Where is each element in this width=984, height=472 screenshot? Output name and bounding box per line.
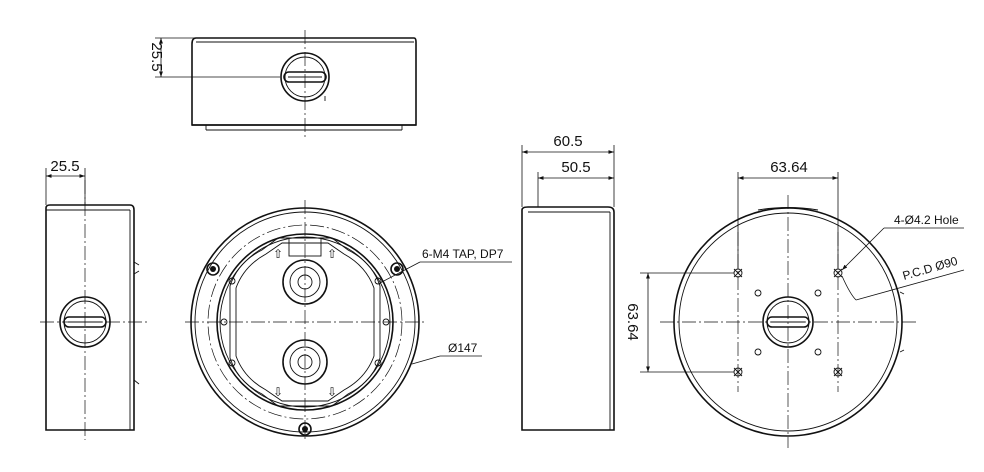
bolt-spacing-horizontal-label: 63.64 [770,159,808,176]
inner-width-label: 50.5 [561,159,590,176]
tap-callout: 6-M4 TAP, DP7 [379,247,512,284]
hole-callout: 4-Ø4.2 Hole [841,213,964,271]
top-view-height-label: 25.5 [148,42,165,71]
small-holes [754,289,822,356]
pcd-callout-label: P.C.D Ø90 [901,254,959,283]
top-view-height-dimension: 25.5 [148,37,280,78]
inner-cutout-outline [229,237,381,407]
outer-width-dimension: 60.5 [521,133,615,207]
front-plan-view: ⇧ ⇧ ⇩ ⇩ 6-M4 TAP, DP7 Ø14 [185,200,512,442]
bolt-spacing-horizontal-dimension: 63.64 [737,159,839,269]
left-side-view: 25.5 [40,158,148,440]
outer-width-label: 60.5 [553,133,582,150]
arrow-down-icon: ⇩ [327,385,337,399]
side-view-height-label: 25.5 [50,158,79,175]
bolt-spacing-vertical-label: 63.64 [624,303,641,341]
side-view-height-dimension: 25.5 [45,158,86,205]
outer-diameter-label: Ø147 [448,341,478,355]
rear-plan-view: 63.64 63.64 4-Ø4.2 Hole P.C.D Ø90 [624,159,965,448]
bolt-spacing-vertical-dimension: 63.64 [624,272,734,373]
inner-width-dimension: 50.5 [537,159,614,207]
arrow-up-icon: ⇧ [327,247,337,261]
right-side-view: 60.5 50.5 [521,133,615,431]
arrow-up-icon: ⇧ [273,247,283,261]
hole-callout-label: 4-Ø4.2 Hole [894,213,959,227]
top-elevation-view: 25.5 [148,30,417,137]
outer-diameter-callout: Ø147 [411,341,482,365]
tap-callout-label: 6-M4 TAP, DP7 [422,247,504,261]
arrow-down-icon: ⇩ [273,385,283,399]
